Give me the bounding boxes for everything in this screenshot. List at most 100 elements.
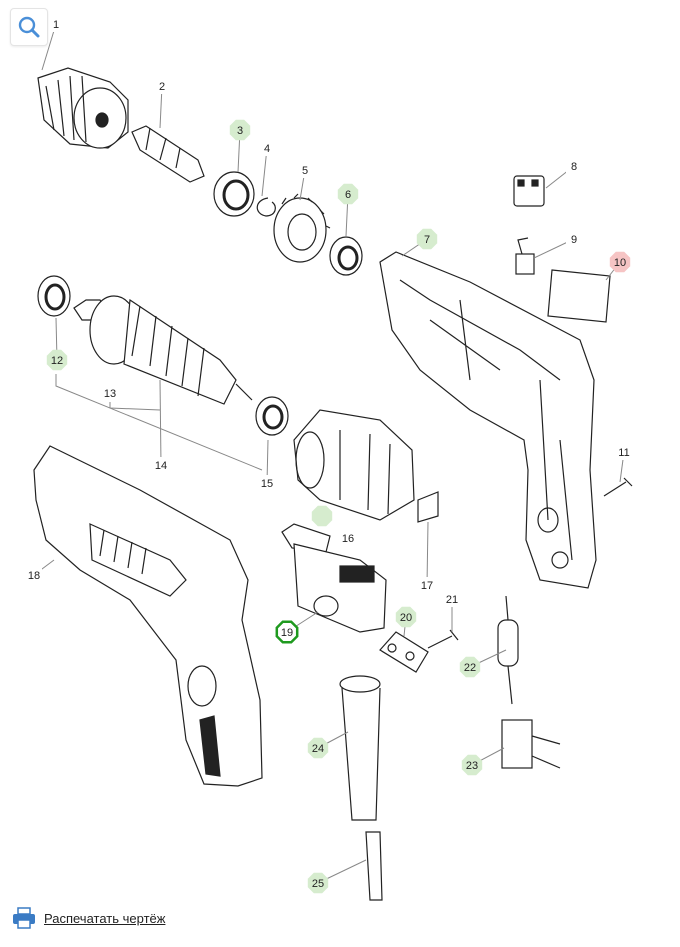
part-label-8[interactable]: 8 (566, 158, 582, 174)
part-label-12[interactable]: 12 (46, 349, 68, 371)
printer-icon (13, 907, 35, 929)
drawing-field (293, 409, 415, 521)
part-badge-19 (275, 620, 299, 644)
part-label-20[interactable]: 20 (395, 606, 417, 628)
part-badge-7 (416, 228, 438, 250)
part-label-bg-11 (616, 444, 632, 460)
part-badge-10 (609, 251, 631, 273)
part-label-14[interactable]: 14 (153, 457, 169, 473)
part-number-25: 25 (312, 878, 324, 890)
part-label-25[interactable]: 25 (307, 872, 329, 894)
part-label-16[interactable]: 16 (340, 530, 356, 546)
part-label-1[interactable]: 1 (48, 16, 64, 32)
drawing-armature (73, 295, 253, 405)
part-label-bg-14 (153, 457, 169, 473)
part-label-22[interactable]: 22 (459, 656, 481, 678)
drawing-circlip (256, 197, 276, 217)
drawing-screw-21 (427, 629, 459, 649)
drawing-bearing-3 (213, 171, 255, 217)
leader-extra-1 (109, 402, 161, 411)
drawing-bearing-15 (255, 396, 289, 436)
drawing-cord (365, 831, 383, 901)
part-badge-3 (229, 119, 251, 141)
search-button[interactable] (10, 8, 48, 46)
part-number-19: 19 (281, 627, 293, 639)
drawing-body (33, 445, 263, 787)
part-label-bg-13 (102, 385, 118, 401)
part-label-bg-5 (297, 162, 313, 178)
drawing-gear (273, 193, 331, 263)
part-number-11: 11 (618, 447, 629, 459)
part-label-11[interactable]: 11 (616, 444, 632, 460)
part-badge-16-marker[interactable] (311, 505, 333, 527)
part-number-13: 13 (104, 388, 116, 400)
part-label-bg-18 (26, 567, 42, 583)
drawing-brush-holder (513, 175, 545, 207)
part-label-13[interactable]: 13 (102, 385, 118, 401)
part-label-bg-2 (154, 78, 170, 94)
drawing-housing (379, 251, 597, 589)
part-number-17: 17 (421, 580, 433, 592)
part-label-3[interactable]: 3 (229, 119, 251, 141)
part-drawings (33, 67, 633, 901)
drawing-bearing-12 (37, 275, 71, 317)
part-label-bg-9 (566, 231, 582, 247)
part-label-21[interactable]: 21 (444, 591, 460, 607)
part-label-17[interactable]: 17 (419, 577, 435, 593)
part-number-7: 7 (424, 234, 430, 246)
part-number-9: 9 (571, 234, 577, 246)
part-label-18[interactable]: 18 (26, 567, 42, 583)
drawing-clip (417, 491, 439, 523)
part-badge-6 (337, 183, 359, 205)
part-number-12: 12 (51, 355, 63, 367)
part-number-14: 14 (155, 460, 167, 472)
part-label-5[interactable]: 5 (297, 162, 313, 178)
part-number-16: 16 (342, 533, 354, 545)
part-label-4[interactable]: 4 (259, 140, 275, 156)
part-label-bg-4 (259, 140, 275, 156)
part-label-bg-1 (48, 16, 64, 32)
part-label-bg-8 (566, 158, 582, 174)
print-drawing-link[interactable]: Распечатать чертёж (12, 905, 165, 931)
part-badge-12 (46, 349, 68, 371)
part-number-22: 22 (464, 662, 476, 674)
part-label-7[interactable]: 7 (416, 228, 438, 250)
part-badge-23 (461, 754, 483, 776)
print-drawing-label[interactable]: Распечатать чертёж (44, 910, 166, 926)
part-label-bg-15 (259, 475, 275, 491)
part-badge-20 (395, 606, 417, 628)
part-label-10[interactable]: 10 (609, 251, 631, 273)
part-label-9[interactable]: 9 (566, 231, 582, 247)
drawing-chuck (37, 67, 129, 149)
part-number-20: 20 (400, 612, 412, 624)
part-label-19[interactable]: 19 (275, 620, 299, 644)
part-number-1: 1 (53, 19, 59, 31)
drawing-spindle (131, 125, 205, 183)
drawing-strain-relief (339, 675, 381, 821)
part-number-21: 21 (446, 594, 458, 606)
part-number-6: 6 (345, 189, 351, 201)
part-number-4: 4 (264, 143, 270, 155)
part-badge-25 (307, 872, 329, 894)
part-number-3: 3 (237, 125, 243, 137)
part-badge-22 (459, 656, 481, 678)
leader-14 (159, 379, 162, 466)
part-label-2[interactable]: 2 (154, 78, 170, 94)
part-label-15[interactable]: 15 (259, 475, 275, 491)
drawing-screw-11 (603, 477, 633, 497)
drawing-condenser (497, 595, 519, 705)
part-number-24: 24 (312, 743, 324, 755)
drawing-carbon-brush (515, 237, 535, 275)
drawing-switch (281, 523, 387, 633)
leader-extra-0 (55, 374, 263, 471)
part-label-23[interactable]: 23 (461, 754, 483, 776)
drawing-bearing-6 (329, 236, 363, 276)
part-number-5: 5 (302, 165, 308, 177)
search-icon (18, 16, 40, 38)
part-badge-24 (307, 737, 329, 759)
part-label-24[interactable]: 24 (307, 737, 329, 759)
part-number-15: 15 (261, 478, 273, 490)
part-label-6[interactable]: 6 (337, 183, 359, 205)
part-number-8: 8 (571, 161, 577, 173)
